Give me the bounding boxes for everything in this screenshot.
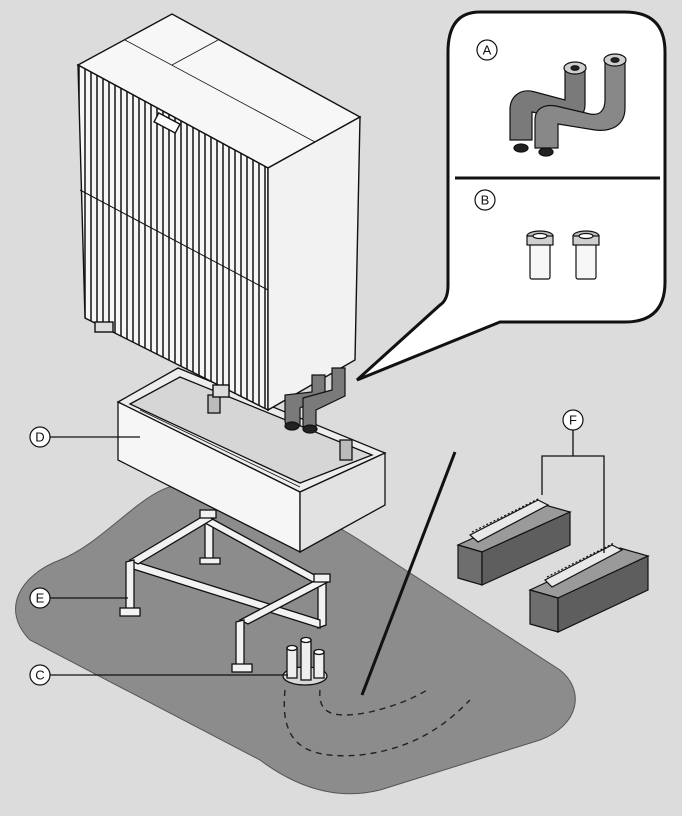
- callout-f: F: [562, 409, 584, 431]
- callout-a-label: A: [483, 43, 492, 58]
- base-frame: [116, 367, 387, 554]
- trench-line: [360, 451, 457, 696]
- heat-pump-unit: [76, 13, 362, 412]
- callout-d: D: [29, 426, 51, 448]
- callout-c-label: C: [35, 668, 44, 683]
- callout-e: E: [29, 587, 51, 609]
- pipe-route-dashed: [283, 689, 471, 757]
- pipe-route-dashed-2: [319, 687, 431, 716]
- callout-e-label: E: [36, 591, 45, 606]
- leader-lines: [50, 430, 605, 676]
- callout-b: B: [474, 189, 496, 211]
- detail-callout-bubble: [355, 10, 667, 382]
- connection-pipes-illustration: [509, 53, 627, 157]
- support-stand: [119, 509, 331, 673]
- callout-c: C: [29, 664, 51, 686]
- callout-d-label: D: [35, 430, 44, 445]
- callout-f-label: F: [569, 413, 577, 428]
- callout-a: A: [476, 39, 498, 61]
- callout-b-label: B: [481, 193, 490, 208]
- plinth-block-2: [528, 542, 650, 633]
- plinth-block-1: [456, 497, 572, 586]
- pipe-fittings-illustration: [526, 230, 600, 280]
- pipe-stubs: [282, 636, 328, 686]
- unit-pipes: [284, 367, 346, 434]
